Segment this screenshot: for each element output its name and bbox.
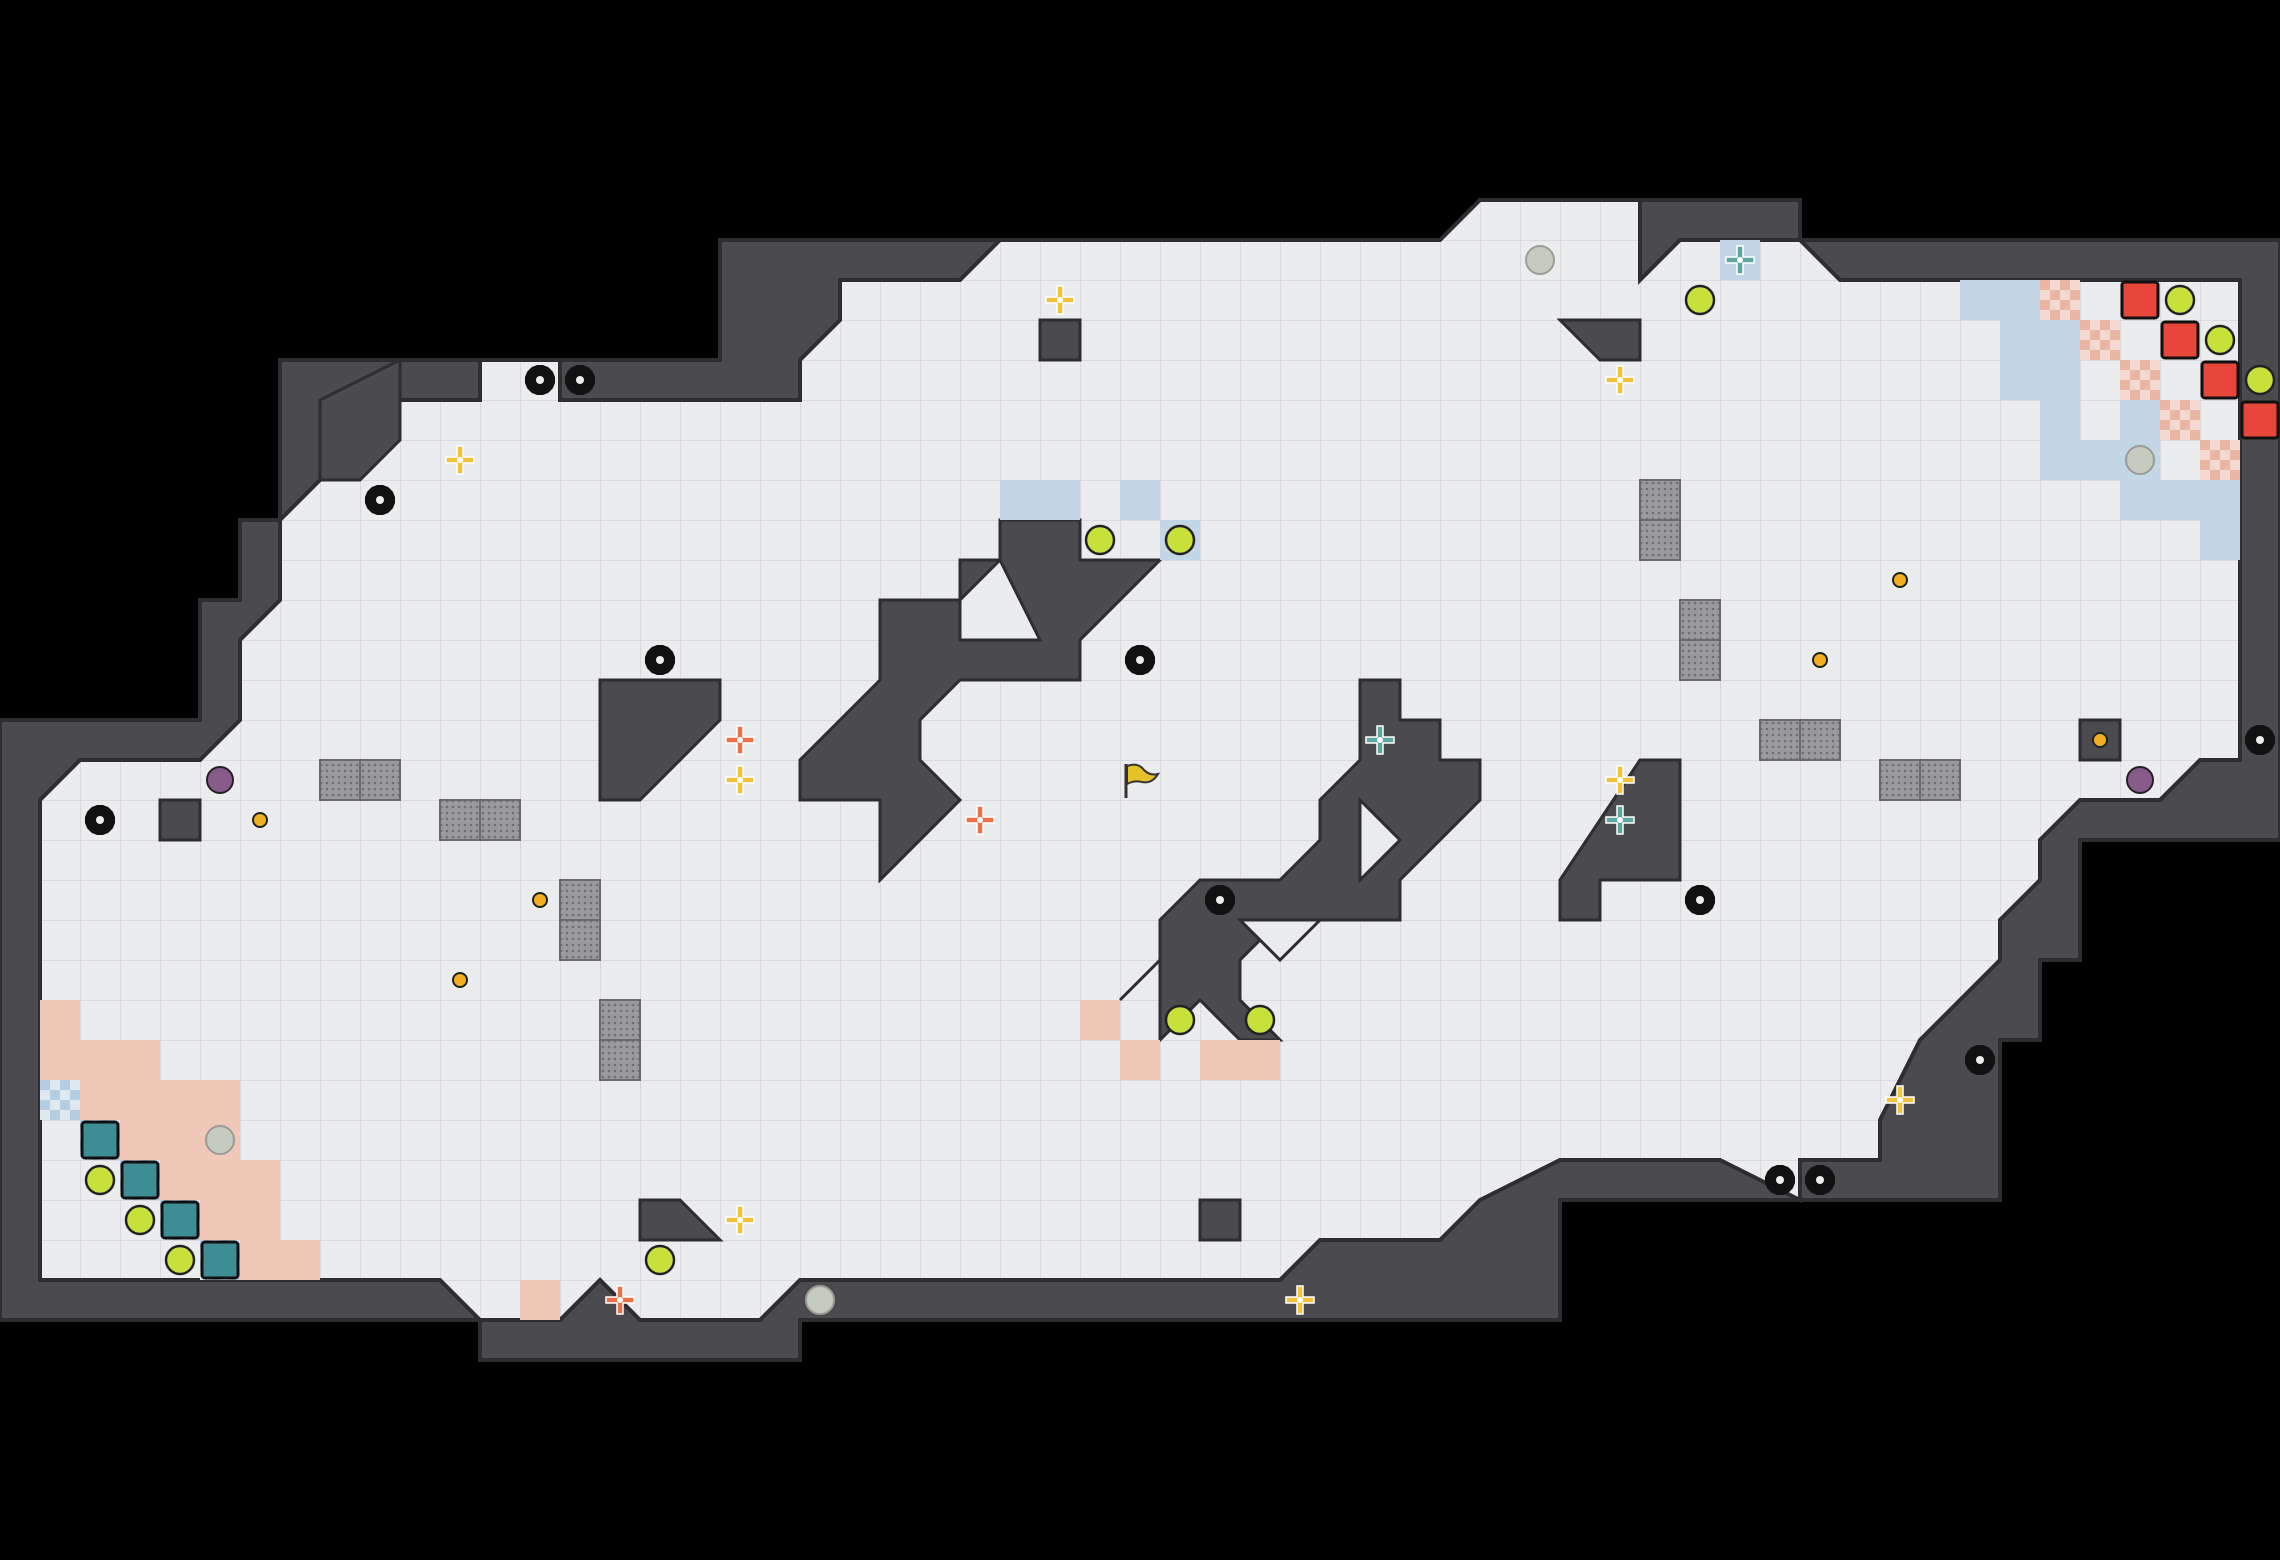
gear-icon — [364, 484, 396, 516]
plus-teal-icon — [1605, 805, 1635, 835]
teal-block — [120, 1160, 160, 1200]
green-orb-icon — [124, 1204, 156, 1236]
green-orb-icon — [1244, 1004, 1276, 1036]
red-block — [2200, 360, 2240, 400]
plus-yellow-icon — [1605, 765, 1635, 795]
red-block — [2160, 320, 2200, 360]
plus-yellow-icon — [1605, 365, 1635, 395]
gear-icon — [1204, 884, 1236, 916]
purple-orb-icon — [2126, 766, 2154, 794]
plus-orange-icon — [725, 725, 755, 755]
items-layer — [80, 245, 2280, 1315]
red-block — [2240, 400, 2280, 440]
gear-icon — [1804, 1164, 1836, 1196]
gear-icon — [2244, 724, 2276, 756]
plus-yellow-icon — [1285, 1285, 1315, 1315]
gear-icon — [1764, 1164, 1796, 1196]
grey-orb-icon — [1525, 245, 1555, 275]
green-orb-icon — [2164, 284, 2196, 316]
green-orb-icon — [2244, 364, 2276, 396]
teal-block — [200, 1240, 240, 1280]
green-orb-icon — [1164, 524, 1196, 556]
teal-block — [80, 1120, 120, 1160]
green-orb-icon — [1164, 1004, 1196, 1036]
coin-icon — [252, 812, 268, 828]
gear-icon — [1964, 1044, 1996, 1076]
green-orb-icon — [1684, 284, 1716, 316]
purple-orb-icon — [206, 766, 234, 794]
plus-yellow-icon — [1045, 285, 1075, 315]
coin-icon — [452, 972, 468, 988]
goal-flag-icon — [1124, 763, 1161, 798]
grey-orb-icon — [2125, 445, 2155, 475]
gear-icon — [524, 364, 556, 396]
plus-yellow-icon — [725, 1205, 755, 1235]
grey-orb-icon — [205, 1125, 235, 1155]
red-zones — [40, 1000, 1280, 1320]
coin-icon — [2092, 732, 2108, 748]
green-orb-icon — [84, 1164, 116, 1196]
green-orb-icon — [1084, 524, 1116, 556]
plus-yellow-icon — [725, 765, 755, 795]
crates — [319, 479, 1961, 1081]
red-block — [2120, 280, 2160, 320]
grey-orb-icon — [805, 1285, 835, 1315]
gear-icon — [644, 644, 676, 676]
green-orb-icon — [164, 1244, 196, 1276]
green-orb-icon — [644, 1244, 676, 1276]
plus-teal-icon — [1365, 725, 1395, 755]
coin-icon — [532, 892, 548, 908]
inner-walls — [158, 318, 2122, 1242]
coin-icon — [1892, 572, 1908, 588]
plus-teal-icon — [1725, 245, 1755, 275]
plus-orange-icon — [965, 805, 995, 835]
gear-icon — [1684, 884, 1716, 916]
coin-icon — [1812, 652, 1828, 668]
gear-icon — [564, 364, 596, 396]
plus-yellow-icon — [1885, 1085, 1915, 1115]
plus-yellow-icon — [445, 445, 475, 475]
plus-orange-icon — [605, 1285, 635, 1315]
green-orb-icon — [2204, 324, 2236, 356]
gear-icon — [1124, 644, 1156, 676]
gear-icon — [84, 804, 116, 836]
teal-block — [160, 1200, 200, 1240]
